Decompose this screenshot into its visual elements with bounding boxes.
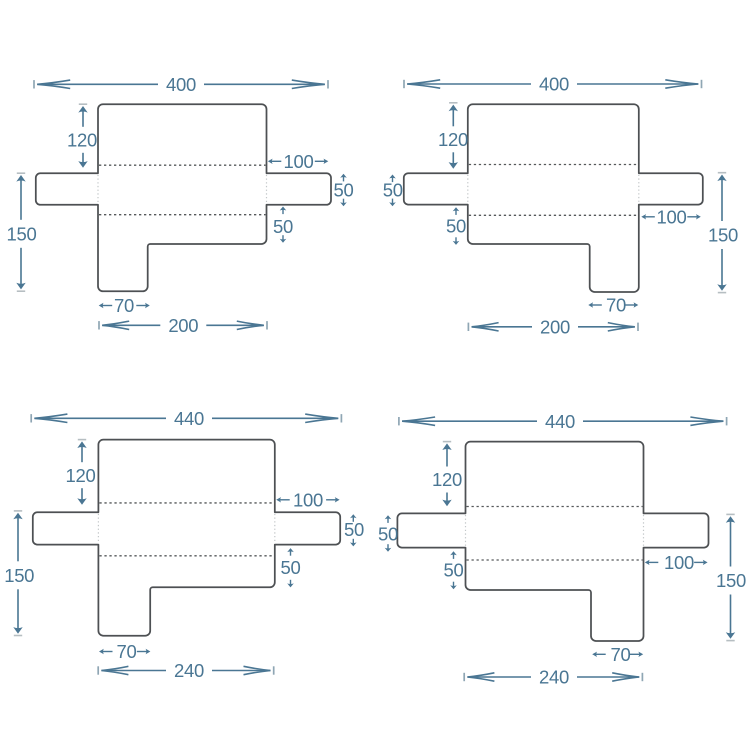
svg-text:400: 400	[539, 74, 569, 95]
svg-text:200: 200	[540, 316, 570, 337]
svg-text:100: 100	[664, 552, 694, 573]
svg-text:150: 150	[708, 225, 738, 246]
svg-text:400: 400	[166, 74, 196, 95]
svg-text:50: 50	[378, 524, 398, 545]
svg-text:150: 150	[4, 565, 34, 586]
svg-text:120: 120	[67, 129, 97, 150]
svg-text:100: 100	[657, 206, 687, 227]
svg-text:50: 50	[281, 557, 301, 578]
svg-text:70: 70	[114, 295, 134, 316]
svg-text:100: 100	[284, 151, 314, 172]
svg-text:50: 50	[334, 180, 354, 201]
svg-text:100: 100	[293, 489, 323, 510]
svg-text:50: 50	[444, 560, 464, 581]
svg-text:70: 70	[117, 641, 137, 662]
svg-text:50: 50	[273, 216, 293, 237]
svg-text:240: 240	[539, 667, 569, 688]
svg-text:70: 70	[611, 644, 631, 665]
svg-text:120: 120	[438, 129, 468, 150]
svg-text:120: 120	[432, 469, 462, 490]
svg-text:200: 200	[168, 315, 198, 336]
svg-text:50: 50	[383, 179, 403, 200]
svg-text:50: 50	[446, 216, 466, 237]
svg-text:240: 240	[174, 660, 204, 681]
svg-text:70: 70	[606, 295, 626, 316]
svg-text:150: 150	[7, 223, 37, 244]
svg-text:150: 150	[716, 570, 746, 591]
svg-text:440: 440	[545, 411, 575, 432]
svg-text:440: 440	[174, 408, 204, 429]
svg-text:50: 50	[344, 519, 364, 540]
svg-text:120: 120	[66, 465, 96, 486]
